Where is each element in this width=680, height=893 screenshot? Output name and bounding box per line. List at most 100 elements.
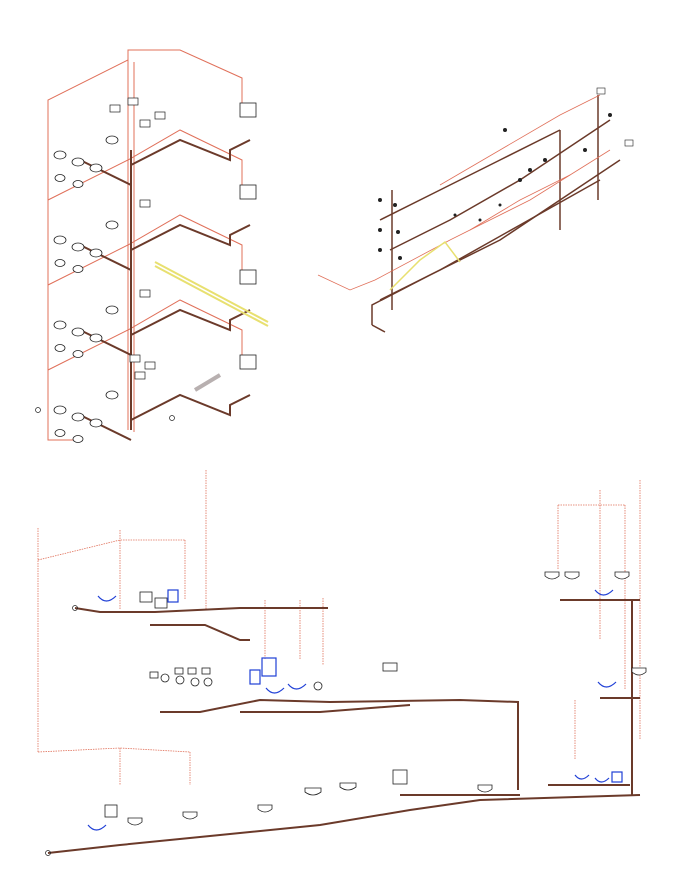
water-closets xyxy=(53,135,119,443)
drain-wc-branch-3 xyxy=(79,329,132,356)
lavatory-sink-icon xyxy=(139,119,151,128)
vent-level-4 xyxy=(47,299,243,371)
floor-drain-mid-run xyxy=(160,698,519,790)
isometric-riser-stack-view xyxy=(35,49,269,443)
water-closet-icon xyxy=(287,683,307,690)
tank-icon xyxy=(239,354,257,370)
network-fixtures xyxy=(596,87,634,147)
floor-vent-top xyxy=(37,539,185,561)
drain-branch-3 xyxy=(130,308,251,336)
floor-cleanouts xyxy=(45,605,78,856)
lavatory-sink-icon xyxy=(477,784,493,793)
lavatory-sink-icon xyxy=(129,354,141,363)
lavatory-sink-icon xyxy=(544,571,560,580)
tank-icon xyxy=(239,269,257,285)
tank-icon xyxy=(624,139,634,147)
water-closet-icon xyxy=(97,595,117,602)
network-vent-run xyxy=(317,149,611,291)
lavatory-sink-icon xyxy=(144,361,156,370)
lavatory-sink-icon xyxy=(154,111,166,120)
water-closet-icon xyxy=(160,673,170,683)
drain-branch-4 xyxy=(130,393,251,421)
tanks xyxy=(239,102,257,370)
floor-drain-upper-run xyxy=(74,607,328,613)
network-vent-upper xyxy=(439,94,601,186)
tank-icon xyxy=(139,591,153,603)
lavatory-sink-icon xyxy=(596,87,606,95)
vent-top-run xyxy=(47,49,243,118)
tank-icon xyxy=(239,102,257,118)
lavatory-sink-icon xyxy=(382,662,398,672)
vent-left-riser xyxy=(47,118,82,441)
tank-icon xyxy=(392,769,408,785)
lavatory-sink-icon xyxy=(201,667,211,675)
lavatory-sink-icon xyxy=(339,782,357,791)
tank-icon xyxy=(261,657,277,677)
vent-level-3 xyxy=(47,214,243,286)
lavatory-sink-icon xyxy=(187,667,197,675)
water-closet-icon xyxy=(594,589,614,596)
water-closet-icon xyxy=(87,824,107,831)
water-closet-icon xyxy=(105,135,119,400)
water-closet-icon xyxy=(53,320,103,358)
floor-drain-upper-branch xyxy=(150,624,250,641)
floor-drain-piping xyxy=(47,599,641,854)
tank-icon xyxy=(167,589,179,603)
network-vent-mid xyxy=(469,174,571,231)
cleanout-icon xyxy=(169,415,175,421)
floor-vent-piping xyxy=(37,470,641,785)
cleanout-icon xyxy=(45,850,51,856)
network-branch-c xyxy=(379,129,561,221)
lavatory-sink-icon xyxy=(139,289,151,298)
floor-fixtures xyxy=(104,571,647,826)
lavatory-sink-icon xyxy=(631,667,647,676)
water-closet-icon xyxy=(574,774,590,780)
network-highlight-run xyxy=(389,240,461,291)
lavatory-sink-icon xyxy=(614,571,630,580)
drain-branch-1 xyxy=(130,138,251,166)
lavatory-sink-icon xyxy=(149,671,159,679)
tank-icon xyxy=(249,669,261,685)
lavatory-sink-icon xyxy=(127,97,139,106)
water-closet-icon xyxy=(53,235,103,273)
highlighted-pipe xyxy=(154,261,269,327)
network-highlight xyxy=(389,240,461,291)
lavatory-sink-icon xyxy=(127,817,143,826)
lavatory-sink-icon xyxy=(139,199,151,208)
network-vent-piping xyxy=(317,94,611,291)
highlight-run-b xyxy=(154,265,269,327)
lavatory-sink-icon xyxy=(174,667,184,675)
vent-level-2 xyxy=(47,129,243,201)
drain-wc-branch-2 xyxy=(79,244,132,271)
network-outlet xyxy=(371,324,386,333)
cleanouts xyxy=(35,407,175,421)
drain-branch-2 xyxy=(130,223,251,251)
highlighted-fixtures xyxy=(87,589,623,831)
cleanout-icon xyxy=(72,605,78,611)
water-closet-icon xyxy=(175,675,185,685)
water-closet-icon xyxy=(53,150,103,188)
sinks xyxy=(109,97,166,380)
water-closet-icon xyxy=(313,681,323,691)
lavatory-sink-icon xyxy=(257,804,273,813)
drain-piping xyxy=(79,138,251,441)
lavatory-sink-icon xyxy=(134,371,146,380)
isometric-floor-distribution-view xyxy=(37,470,647,856)
floor-drain-lower-run xyxy=(47,794,641,854)
water-closet-icon xyxy=(53,405,103,443)
water-closet-icon xyxy=(190,677,200,687)
water-closet-icon xyxy=(597,681,617,688)
water-closet-icon xyxy=(265,687,285,694)
drain-outlet xyxy=(193,373,222,392)
floor-drain-mid-branch xyxy=(240,704,411,713)
lavatory-sink-icon xyxy=(564,571,580,580)
drain-wc-branch-4 xyxy=(79,414,132,441)
cleanout-icon xyxy=(35,407,41,413)
isometric-network-overview-view xyxy=(317,87,634,333)
highlight-run-a xyxy=(154,261,269,323)
floor-vent-bottom xyxy=(37,747,191,753)
water-closet-icon xyxy=(203,677,213,687)
tank-icon xyxy=(104,804,118,818)
tank-icon xyxy=(239,184,257,200)
